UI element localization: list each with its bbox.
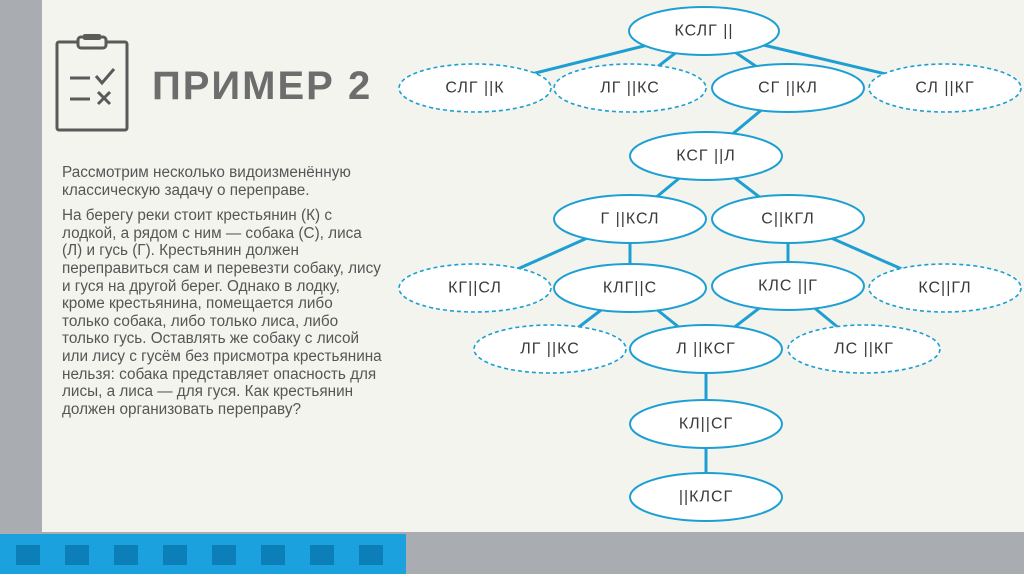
tree-node-label: ЛС ||КГ xyxy=(834,341,894,358)
tree-node: СЛ ||КГ xyxy=(868,63,1022,113)
tree-node: ЛС ||КГ xyxy=(787,324,941,374)
tree-node: СЛГ ||К xyxy=(398,63,552,113)
tree-node-label: СЛ ||КГ xyxy=(915,80,974,97)
tree-node: ||КЛСГ xyxy=(629,472,783,522)
valid-node-shape xyxy=(711,63,865,113)
valid-node-shape xyxy=(629,472,783,522)
tree-node: СГ ||КЛ xyxy=(711,63,865,113)
valid-node-shape xyxy=(628,6,780,56)
film-square xyxy=(16,545,40,565)
tree-node: КСЛГ || xyxy=(628,6,780,56)
tree-node: КЛГ||С xyxy=(553,263,707,313)
valid-node-shape xyxy=(629,131,783,181)
tree-node: КЛС ||Г xyxy=(711,261,865,311)
tree-node-label: С||КГЛ xyxy=(761,211,814,228)
tree-node: Г ||КСЛ xyxy=(553,194,707,244)
valid-node-shape xyxy=(553,263,707,313)
intro-paragraph: Рассмотрим несколько видоизменённую клас… xyxy=(62,164,351,199)
tree-node: Л ||КСГ xyxy=(629,324,783,374)
tree-node-label: КГ||СЛ xyxy=(448,280,502,297)
tree-node: КГ||СЛ xyxy=(398,263,552,313)
tree-node-label: КЛ||СГ xyxy=(679,416,733,433)
tree-node-label: КСГ ||Л xyxy=(676,148,736,165)
tree-node-label: КС||ГЛ xyxy=(918,280,971,297)
tree-nodes: КСЛГ || СЛГ ||К ЛГ ||КС СГ ||КЛ СЛ ||КГ КСГ |… xyxy=(398,6,1022,522)
film-square xyxy=(163,545,187,565)
valid-node-shape xyxy=(629,324,783,374)
tree-node: ЛГ ||КС xyxy=(473,324,627,374)
tree-node: КСГ ||Л xyxy=(629,131,783,181)
valid-node-shape xyxy=(629,399,783,449)
tree-node-label: Г ||КСЛ xyxy=(600,211,659,228)
dead-end-node-shape xyxy=(398,63,552,113)
tree-node-label: ЛГ ||КС xyxy=(520,341,580,358)
film-strip xyxy=(0,534,406,574)
clipboard-checklist-icon xyxy=(55,34,129,132)
tree-node-label: ||КЛСГ xyxy=(679,489,733,506)
tree-node-label: КЛГ||С xyxy=(603,280,657,297)
tree-node-label: СЛГ ||К xyxy=(445,80,504,97)
tree-node: ЛГ ||КС xyxy=(553,63,707,113)
film-square xyxy=(359,545,383,565)
tree-node-label: КСЛГ || xyxy=(674,23,733,40)
dead-end-node-shape xyxy=(398,263,552,313)
film-square xyxy=(212,545,236,565)
film-square xyxy=(65,545,89,565)
dead-end-node-shape xyxy=(473,324,627,374)
valid-node-shape xyxy=(711,261,865,311)
problem-text: Рассмотрим несколько видоизменённую клас… xyxy=(62,164,384,426)
film-square xyxy=(261,545,285,565)
tree-node: КС||ГЛ xyxy=(868,263,1022,313)
dead-end-node-shape xyxy=(553,63,707,113)
dead-end-node-shape xyxy=(868,263,1022,313)
tree-node-label: ЛГ ||КС xyxy=(600,80,660,97)
tree-node-label: СГ ||КЛ xyxy=(758,80,818,97)
tree-node: КЛ||СГ xyxy=(629,399,783,449)
tree-node-label: КЛС ||Г xyxy=(758,278,818,295)
valid-node-shape xyxy=(553,194,707,244)
problem-paragraph: На берегу реки стоит крестьянин (К) с ло… xyxy=(62,207,382,418)
tree-node: С||КГЛ xyxy=(711,194,865,244)
page-title: ПРИМЕР 2 xyxy=(152,64,373,108)
valid-node-shape xyxy=(711,194,865,244)
dead-end-node-shape xyxy=(787,324,941,374)
tree-node-label: Л ||КСГ xyxy=(676,341,736,358)
dead-end-node-shape xyxy=(868,63,1022,113)
film-square xyxy=(310,545,334,565)
film-square xyxy=(114,545,138,565)
